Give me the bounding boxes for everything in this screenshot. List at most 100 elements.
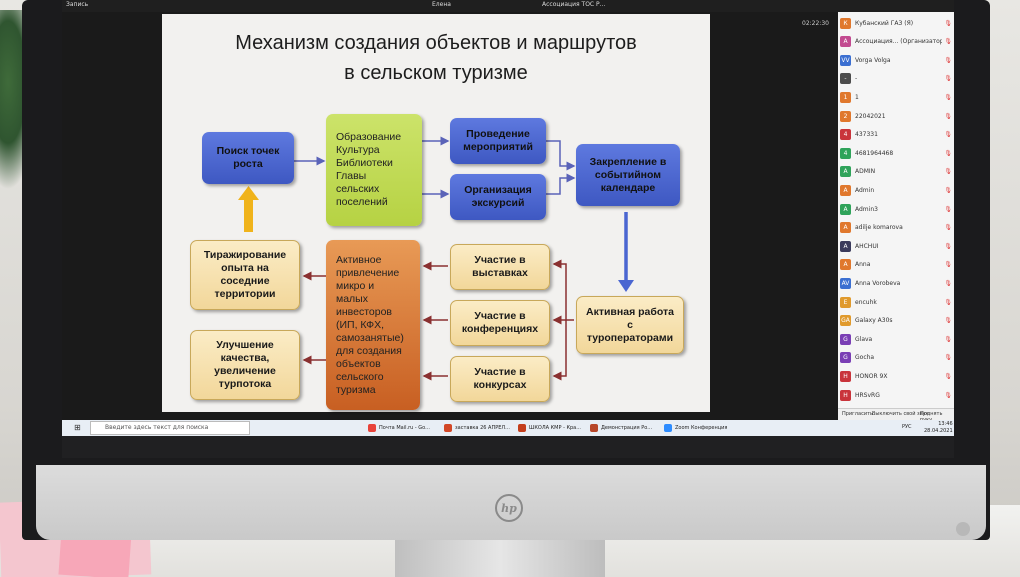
timer: 02:22:30 <box>802 20 829 27</box>
windows-taskbar: ⊞ Введите здесь текст для поиска Почта M… <box>62 420 954 436</box>
slide-title-line2: в сельском туризме <box>344 62 528 84</box>
flow-arrows <box>238 136 634 381</box>
slide-title-line1: Механизм создания объектов и маршрутов <box>235 32 637 54</box>
arrow-head-down <box>618 280 634 292</box>
taskbar-search-input[interactable]: Введите здесь текст для поиска <box>90 421 250 435</box>
box-konkursy: Участие в конкурсах <box>450 356 550 402</box>
participant-name: ADMIN <box>855 168 876 176</box>
participant-name: HONOR 9X <box>855 372 888 380</box>
participant-avatar: G <box>840 333 851 345</box>
presentation-slide: Механизм создания объектов и маршрутов в… <box>162 14 710 412</box>
participant-avatar: 1 <box>840 91 851 103</box>
mic-muted-icon: 🎙 <box>944 224 952 232</box>
arrow-organizaciya-zakreplenie <box>546 173 576 195</box>
mic-muted-icon: 🎙 <box>944 279 952 287</box>
participant-avatar: VV <box>840 54 851 66</box>
participant-avatar: A <box>840 259 851 271</box>
participant-avatar: A <box>840 184 851 196</box>
speaker-tab-2[interactable]: Ассоциация ТОС Р... <box>542 1 606 8</box>
participant-avatar: 2 <box>840 110 851 122</box>
mic-muted-icon: 🎙 <box>944 131 952 139</box>
taskbar-app-shkola[interactable]: ШКОЛА КМР - Кра... <box>518 422 581 434</box>
zoom-topbar: Запись Елена Ассоциация ТОС Р... <box>62 0 954 12</box>
mic-muted-icon: 🎙 <box>944 56 952 64</box>
mute-self-button[interactable]: Выключить свой звук <box>872 411 929 417</box>
taskbar-app-demo[interactable]: Демонстрация Ро... <box>590 422 652 434</box>
taskbar-lang[interactable]: РУС <box>902 424 912 430</box>
mic-muted-icon: 🎙 <box>944 19 952 27</box>
invite-button[interactable]: Пригласить <box>842 411 873 417</box>
mic-muted-icon: 🎙 <box>944 93 952 101</box>
taskbar-app-zastavka[interactable]: заставка 26 АПРЕЛ... <box>444 422 510 434</box>
mic-muted-icon: 🎙 <box>944 298 952 306</box>
participant-avatar: H <box>840 370 851 382</box>
search-placeholder: Введите здесь текст для поиска <box>105 424 209 431</box>
participant-avatar: A <box>840 240 851 252</box>
taskbar-app-mail[interactable]: Почта Mail.ru - Go... <box>368 422 430 434</box>
speaker-tab[interactable]: Елена <box>432 1 451 8</box>
participant-row[interactable]: G Glava 🎙 <box>840 330 952 348</box>
arrow-provedenie-zakreplenie <box>546 140 576 171</box>
participant-name: 22042021 <box>855 112 886 120</box>
participant-name: Admin <box>855 186 875 194</box>
participant-avatar: H <box>840 389 851 401</box>
participant-name: 437331 <box>855 131 878 139</box>
participant-name: Кубанский ГАЗ (Я) <box>855 19 914 27</box>
box-uluchshenie: Улучшение качества, увеличение турпотока <box>190 330 300 400</box>
participant-row[interactable]: VV Vorga Volga 🎙 <box>840 51 952 69</box>
box-provedenie: Проведение мероприятий <box>450 118 546 164</box>
hp-logo: hp <box>495 494 523 522</box>
participant-avatar: E <box>840 296 851 308</box>
arrow-to-konkursy <box>552 320 567 381</box>
arrow-yellow-shaft <box>244 198 253 232</box>
participant-name: AHCHUI <box>855 242 879 250</box>
box-poisk: Поиск точек роста <box>202 132 294 184</box>
participant-name: Galaxy A30s <box>855 317 893 325</box>
mic-muted-icon: 🎙 <box>944 75 952 83</box>
taskbar-clock[interactable]: 13:46 28.04.2021 <box>924 421 953 434</box>
mic-muted-icon: 🎙 <box>944 335 952 343</box>
participant-name: Gocha <box>855 354 875 362</box>
windows-start-icon[interactable]: ⊞ <box>74 423 81 432</box>
participant-name: Anna Vorobeva <box>855 279 901 287</box>
participant-avatar: А <box>840 36 851 48</box>
box-zakreplenie: Закрепление в событийном календаре <box>576 144 680 206</box>
participant-name: Glava <box>855 335 873 343</box>
taskbar-app-zoom[interactable]: Zoom Конференция <box>664 422 727 434</box>
shared-screen-area: 02:22:30 Механизм создания объектов и ма… <box>62 12 838 420</box>
participant-row[interactable]: --🎙 <box>840 70 952 88</box>
arrow-to-vystavki <box>552 259 574 321</box>
participant-name: - <box>855 75 858 83</box>
box-vystavki: Участие в выставках <box>450 244 550 290</box>
mic-muted-icon: 🎙 <box>944 149 952 157</box>
box-aktivnoe: Активное привлечение микро и малых инвес… <box>326 240 420 410</box>
mic-muted-icon: 🎙 <box>944 261 952 269</box>
participant-name: 4681964468 <box>855 149 894 157</box>
power-button[interactable] <box>956 522 970 536</box>
mic-muted-icon: 🎙 <box>944 317 952 325</box>
participant-name: Ассоциация... (Организатор) <box>855 38 943 46</box>
mic-muted-icon: 🎙 <box>944 205 952 213</box>
participant-name: Vorga Volga <box>855 56 891 64</box>
box-tirazhirovanie: Тиражирование опыта на соседние территор… <box>190 240 300 310</box>
